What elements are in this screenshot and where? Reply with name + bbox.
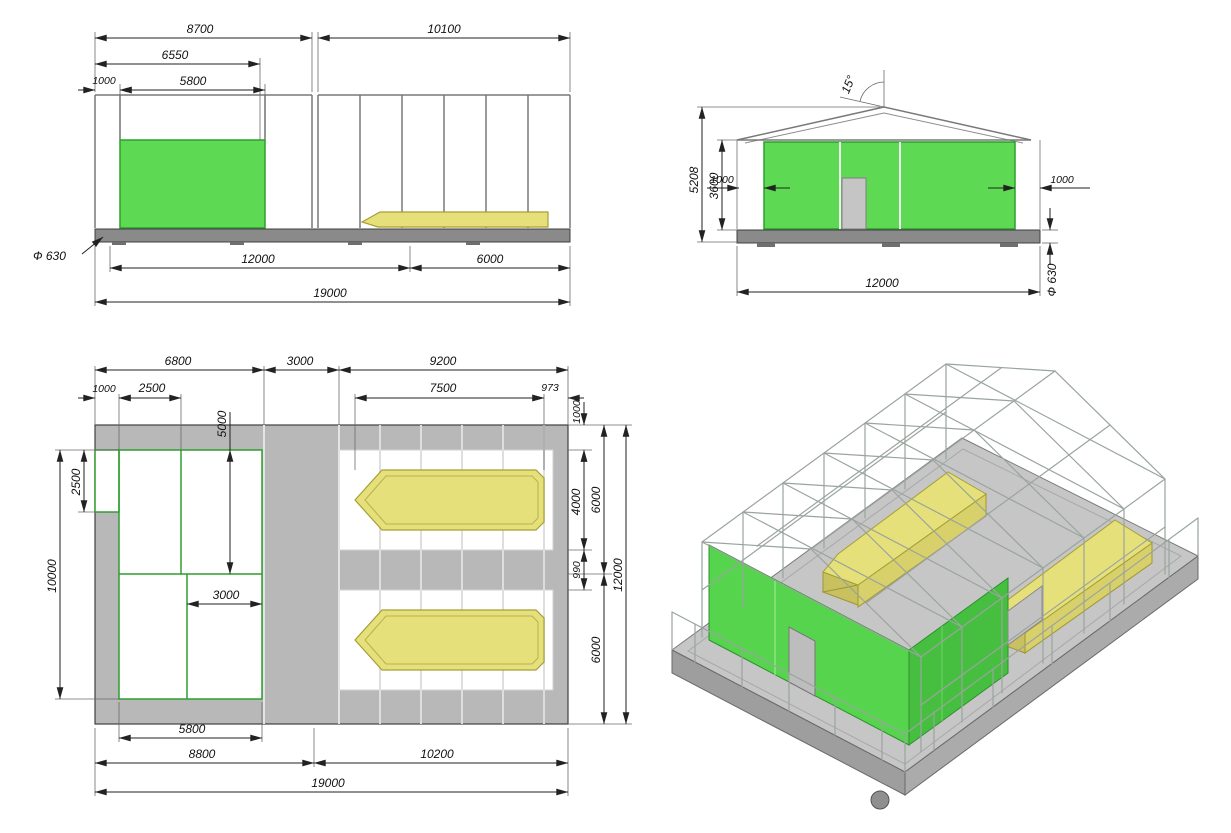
dim-plan-12000: 12000 bbox=[611, 558, 625, 592]
dim-plan-7500: 7500 bbox=[430, 381, 457, 395]
door-front bbox=[841, 177, 867, 230]
iso-house-side-wall bbox=[908, 577, 1009, 746]
dim-plan-1000-right: 1000 bbox=[571, 400, 583, 424]
dim-front-12000: 12000 bbox=[865, 276, 899, 290]
iso-house-door bbox=[788, 626, 816, 697]
dim-front-float-diameter: Ф 630 bbox=[1045, 263, 1059, 296]
iso-wheel bbox=[870, 790, 890, 810]
view-plan: 6800 3000 9200 1000 2500 5000 7500 973 1… bbox=[45, 354, 632, 796]
front-fence bbox=[736, 140, 1041, 229]
dim-plan-5800: 5800 bbox=[179, 722, 206, 736]
pontoon-side bbox=[94, 228, 571, 245]
boat-plan-2 bbox=[354, 609, 545, 671]
dim-plan-8800: 8800 bbox=[189, 747, 216, 761]
iso-frame-trusses bbox=[701, 363, 1166, 753]
dim-plan-3000-room: 3000 bbox=[213, 588, 240, 602]
dim-side-12000: 12000 bbox=[241, 252, 275, 266]
dim-plan-3000-gap: 3000 bbox=[287, 354, 314, 368]
front-roof-angle: 15° bbox=[838, 70, 885, 108]
iso-railing bbox=[671, 517, 1199, 773]
pontoon-front bbox=[736, 229, 1041, 247]
plan-dimensions: 6800 3000 9200 1000 2500 5000 7500 973 1… bbox=[45, 354, 630, 796]
dim-side-6550: 6550 bbox=[162, 48, 189, 62]
boat-side bbox=[360, 211, 549, 228]
dim-plan-6000-a: 6000 bbox=[589, 486, 603, 513]
dim-front-3600: 3600 bbox=[707, 172, 721, 199]
front-dimensions: 5208 3600 1000 1000 12000 Ф 630 bbox=[687, 106, 1090, 296]
view-front-elevation: 15° 5208 3600 1000 1000 12000 bbox=[687, 70, 1090, 296]
dim-side-5800: 5800 bbox=[180, 74, 207, 88]
view-side-elevation: 8700 10100 6550 1000 5800 12000 6000 190… bbox=[33, 22, 571, 306]
dim-front-1000-right: 1000 bbox=[1050, 174, 1074, 186]
dim-side-6000: 6000 bbox=[477, 252, 504, 266]
dim-side-8700: 8700 bbox=[187, 22, 214, 36]
dim-plan-4000: 4000 bbox=[569, 488, 583, 515]
view-isometric bbox=[671, 363, 1199, 810]
iso-deck-inner-line bbox=[687, 448, 1182, 765]
house-porch bbox=[95, 450, 119, 512]
boat-plan-1 bbox=[354, 469, 545, 531]
dim-plan-10200: 10200 bbox=[420, 747, 454, 761]
dim-side-1000: 1000 bbox=[92, 75, 116, 87]
dim-plan-5000: 5000 bbox=[215, 410, 229, 437]
front-roof bbox=[736, 106, 1032, 144]
dim-plan-1000-left: 1000 bbox=[92, 383, 116, 395]
dim-plan-990: 990 bbox=[571, 561, 583, 579]
dim-plan-2500-side: 2500 bbox=[69, 468, 83, 496]
dim-side-10100: 10100 bbox=[427, 22, 461, 36]
dim-plan-2500: 2500 bbox=[138, 381, 166, 395]
dim-front-roof-angle: 15° bbox=[838, 73, 858, 95]
dim-front-5208: 5208 bbox=[687, 166, 701, 193]
dim-plan-6000-b: 6000 bbox=[589, 636, 603, 663]
dim-side-19000: 19000 bbox=[313, 286, 347, 300]
dim-plan-10000: 10000 bbox=[45, 559, 59, 593]
house-front-wall bbox=[763, 141, 1016, 230]
dim-plan-19000: 19000 bbox=[311, 776, 345, 790]
dim-plan-973: 973 bbox=[541, 382, 559, 394]
dim-plan-6800: 6800 bbox=[165, 354, 192, 368]
dim-side-float-diameter: Ф 630 bbox=[33, 249, 66, 263]
iso-house bbox=[708, 544, 1043, 746]
house-side bbox=[119, 139, 266, 229]
dim-front-1000-left: 1000 bbox=[710, 174, 734, 186]
side-dimensions: 8700 10100 6550 1000 5800 12000 6000 190… bbox=[33, 22, 571, 306]
iso-deck-side-right bbox=[904, 555, 1199, 796]
dim-plan-9200: 9200 bbox=[430, 354, 457, 368]
iso-interior-panel bbox=[1007, 585, 1043, 646]
